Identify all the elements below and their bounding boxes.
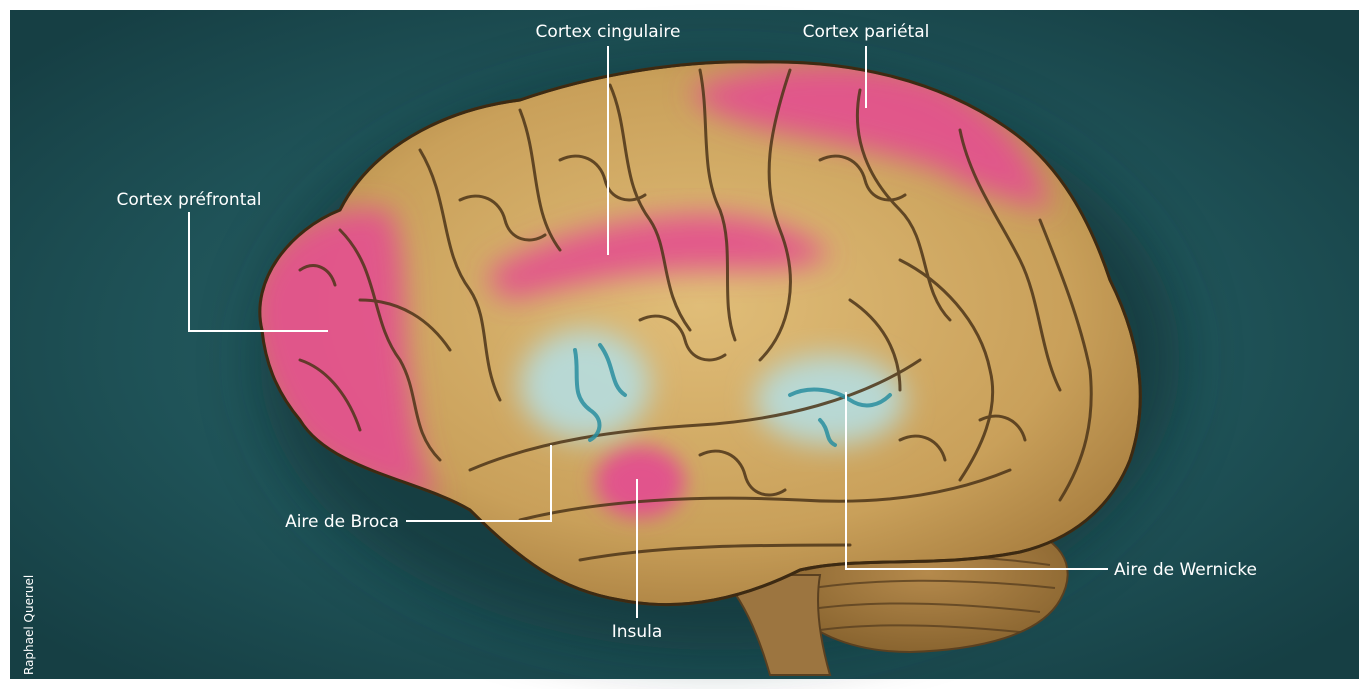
broca-region: [520, 330, 650, 440]
image-credit: Raphael Queruel: [22, 575, 36, 675]
label-insula: Insula: [612, 622, 663, 642]
label-broca: Aire de Broca: [285, 512, 399, 532]
label-parietal: Cortex pariétal: [803, 22, 930, 42]
label-wernicke: Aire de Wernicke: [1114, 560, 1257, 580]
label-cingulate: Cortex cingulaire: [536, 22, 681, 42]
insula-region: [595, 446, 685, 518]
label-prefrontal: Cortex préfrontal: [117, 190, 262, 210]
